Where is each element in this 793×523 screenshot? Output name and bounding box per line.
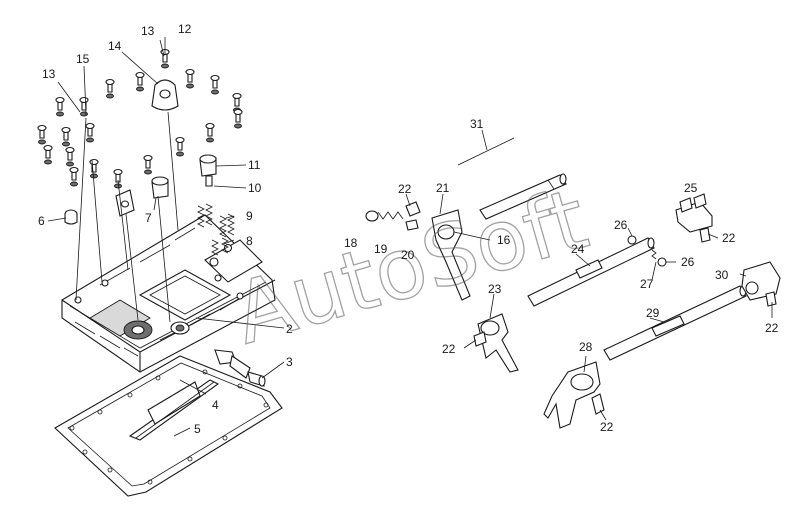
label-18: 18 — [344, 236, 358, 250]
label-22-b: 22 — [722, 231, 736, 245]
bolt-icon — [55, 96, 65, 117]
label-4: 4 — [212, 398, 219, 412]
label-22-a: 22 — [398, 182, 412, 196]
label-21: 21 — [436, 181, 450, 195]
label-11: 11 — [248, 158, 261, 172]
shift-fork-23 — [473, 313, 519, 373]
cover-housing — [61, 214, 276, 373]
label-12: 12 — [178, 22, 192, 36]
bolt-icon — [210, 74, 220, 95]
shift-rail-29 — [603, 285, 747, 361]
bolt-icon — [113, 168, 123, 189]
label-8: 8 — [246, 234, 253, 248]
bolt-icon — [105, 78, 115, 99]
shift-fork-21 — [431, 209, 471, 301]
baffle-plate — [128, 379, 220, 441]
label-24: 24 — [571, 242, 585, 256]
bolt-icon — [69, 166, 79, 187]
label-22-c: 22 — [442, 342, 456, 356]
label-22-e: 22 — [600, 420, 614, 434]
bolt-icon — [175, 136, 185, 157]
label-7: 7 — [145, 211, 152, 225]
lifting-bracket — [151, 79, 179, 111]
bolt-icon — [65, 146, 75, 167]
label-13-left: 13 — [42, 67, 56, 81]
label-6: 6 — [38, 214, 45, 228]
watermark-text: AutoSoft — [224, 170, 598, 364]
part-labels: 13 12 14 15 13 11 10 9 8 7 6 2 3 4 5 31 … — [38, 22, 779, 436]
label-5: 5 — [194, 422, 201, 436]
label-3: 3 — [286, 355, 293, 369]
label-30: 30 — [715, 268, 729, 282]
label-10: 10 — [248, 181, 262, 195]
gasket — [54, 355, 283, 497]
label-26-b: 26 — [681, 255, 695, 269]
bolt-cluster — [37, 48, 243, 189]
springs — [197, 203, 235, 256]
shift-fork-28 — [543, 361, 605, 429]
leader-lines — [47, 37, 285, 437]
label-23: 23 — [488, 282, 502, 296]
bolt-icon — [79, 96, 89, 117]
label-28: 28 — [579, 340, 593, 354]
breather-fitting — [214, 349, 266, 387]
shift-rail-24 — [527, 237, 655, 307]
small-bracket — [115, 189, 135, 217]
bolt-icon — [135, 71, 145, 92]
bolt-icon — [89, 158, 99, 179]
bolt-icon — [233, 108, 243, 129]
label-27: 27 — [640, 277, 654, 291]
label-13-top: 13 — [141, 24, 155, 38]
label-20: 20 — [401, 248, 415, 262]
label-16: 16 — [497, 233, 511, 247]
fork-block-25 — [675, 193, 713, 243]
bolt-icon — [61, 126, 71, 147]
bolt-icon — [37, 124, 47, 145]
label-25: 25 — [684, 181, 698, 195]
label-9: 9 — [246, 209, 253, 223]
plug-7 — [151, 176, 169, 199]
label-2: 2 — [286, 322, 293, 336]
label-22-d: 22 — [765, 321, 779, 335]
bolt-icon — [185, 68, 195, 89]
label-14: 14 — [108, 39, 122, 53]
nut-6 — [64, 209, 78, 225]
bolt-icon — [205, 122, 215, 143]
bolt-icon — [85, 122, 95, 143]
label-15: 15 — [76, 52, 90, 66]
label-29: 29 — [646, 306, 660, 320]
shift-rail-upper — [479, 173, 567, 220]
leader-lines-right — [405, 129, 773, 421]
bolt-icon — [143, 154, 153, 175]
label-31: 31 — [470, 117, 484, 131]
bolt-icon — [43, 144, 53, 165]
fork-block-30 — [741, 261, 781, 307]
label-26-a: 26 — [614, 218, 628, 232]
plug-11 — [199, 154, 217, 187]
label-19: 19 — [374, 242, 388, 256]
